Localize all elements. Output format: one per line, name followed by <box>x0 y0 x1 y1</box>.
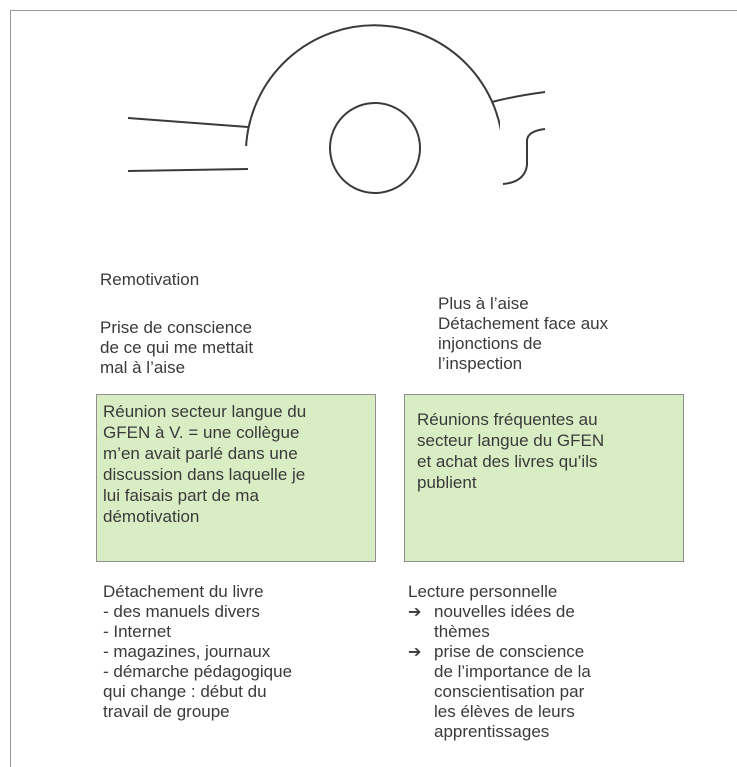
text-line: Détachement face aux <box>438 314 609 333</box>
arrow-right-icon: ➔ <box>408 602 422 621</box>
box-line: m’en avait parlé dans une <box>103 444 298 463</box>
bullet-line: apprentissages <box>434 722 550 741</box>
label-remotivation: Remotivation <box>100 270 200 289</box>
box-line: lui faisais part de ma <box>103 486 259 505</box>
detachement-list: - des manuels divers - Internet - magazi… <box>103 602 292 722</box>
label-prise-de-conscience: Prise de conscience de ce qui me mettait… <box>100 318 253 378</box>
bullet-line: prise de conscience <box>434 642 585 661</box>
right-line-upper <box>491 91 546 103</box>
bullet-line: nouvelles idées de <box>434 602 575 621</box>
list-item: ➔ prise de conscience de l’importance de… <box>408 642 708 742</box>
bullet-line: thèmes <box>434 622 490 641</box>
list-item: - des manuels divers <box>103 602 260 621</box>
text-line: l’inspection <box>438 354 523 373</box>
box-line: Réunion secteur langue du <box>103 402 307 421</box>
label-plus-a-l-aise: Plus à l’aise Détachement face aux injon… <box>438 294 608 374</box>
text-line: injonctions de <box>438 334 542 353</box>
list-item: ➔ nouvelles idées de thèmes <box>408 602 708 642</box>
bullet-line: de l’importance de la <box>434 662 591 681</box>
inner-circle <box>329 102 421 194</box>
text-line: mal à l’aise <box>100 358 186 377</box>
box-line: discussion dans laquelle je <box>103 465 306 484</box>
block-title: Lecture personnelle <box>408 582 558 601</box>
box-line: démotivation <box>103 507 200 526</box>
box-line: publient <box>417 473 477 492</box>
list-item: - démarche pédagogique <box>103 662 293 681</box>
detachement-du-livre-block: Détachement du livre - des manuels diver… <box>103 582 292 722</box>
bullet-line: les élèves de leurs <box>434 702 575 721</box>
green-box-left: Réunion secteur langue du GFEN à V. = un… <box>96 394 376 562</box>
list-item: travail de groupe <box>103 702 230 721</box>
list-item: - Internet <box>103 622 172 641</box>
box-line: Réunions fréquentes au <box>417 410 598 429</box>
right-line-lower <box>502 128 546 185</box>
diagram-frame <box>10 10 737 767</box>
left-line-lower <box>127 168 249 172</box>
text-line: de ce qui me mettait <box>100 338 254 357</box>
arrow-right-icon: ➔ <box>408 642 422 661</box>
lecture-personnelle-block: Lecture personnelle ➔ nouvelles idées de… <box>408 582 708 742</box>
ring-gap-left <box>241 146 250 154</box>
bullet-line: conscientisation par <box>434 682 585 701</box>
box-line: secteur langue du GFEN <box>417 431 605 450</box>
ring-gap-right <box>500 104 510 180</box>
green-box-right: Réunions fréquentes au secteur langue du… <box>404 394 684 562</box>
text-line: Plus à l’aise <box>438 294 529 313</box>
box-line: GFEN à V. = une collègue <box>103 423 300 442</box>
lecture-list: ➔ nouvelles idées de thèmes ➔ prise de c… <box>408 602 708 742</box>
text-line: Prise de conscience <box>100 318 253 337</box>
box-line: et achat des livres qu’ils <box>417 452 598 471</box>
block-title: Détachement du livre <box>103 582 264 601</box>
list-item: - magazines, journaux <box>103 642 271 661</box>
left-line-upper <box>127 117 249 128</box>
list-item: qui change : début du <box>103 682 267 701</box>
outer-ring <box>245 24 505 161</box>
